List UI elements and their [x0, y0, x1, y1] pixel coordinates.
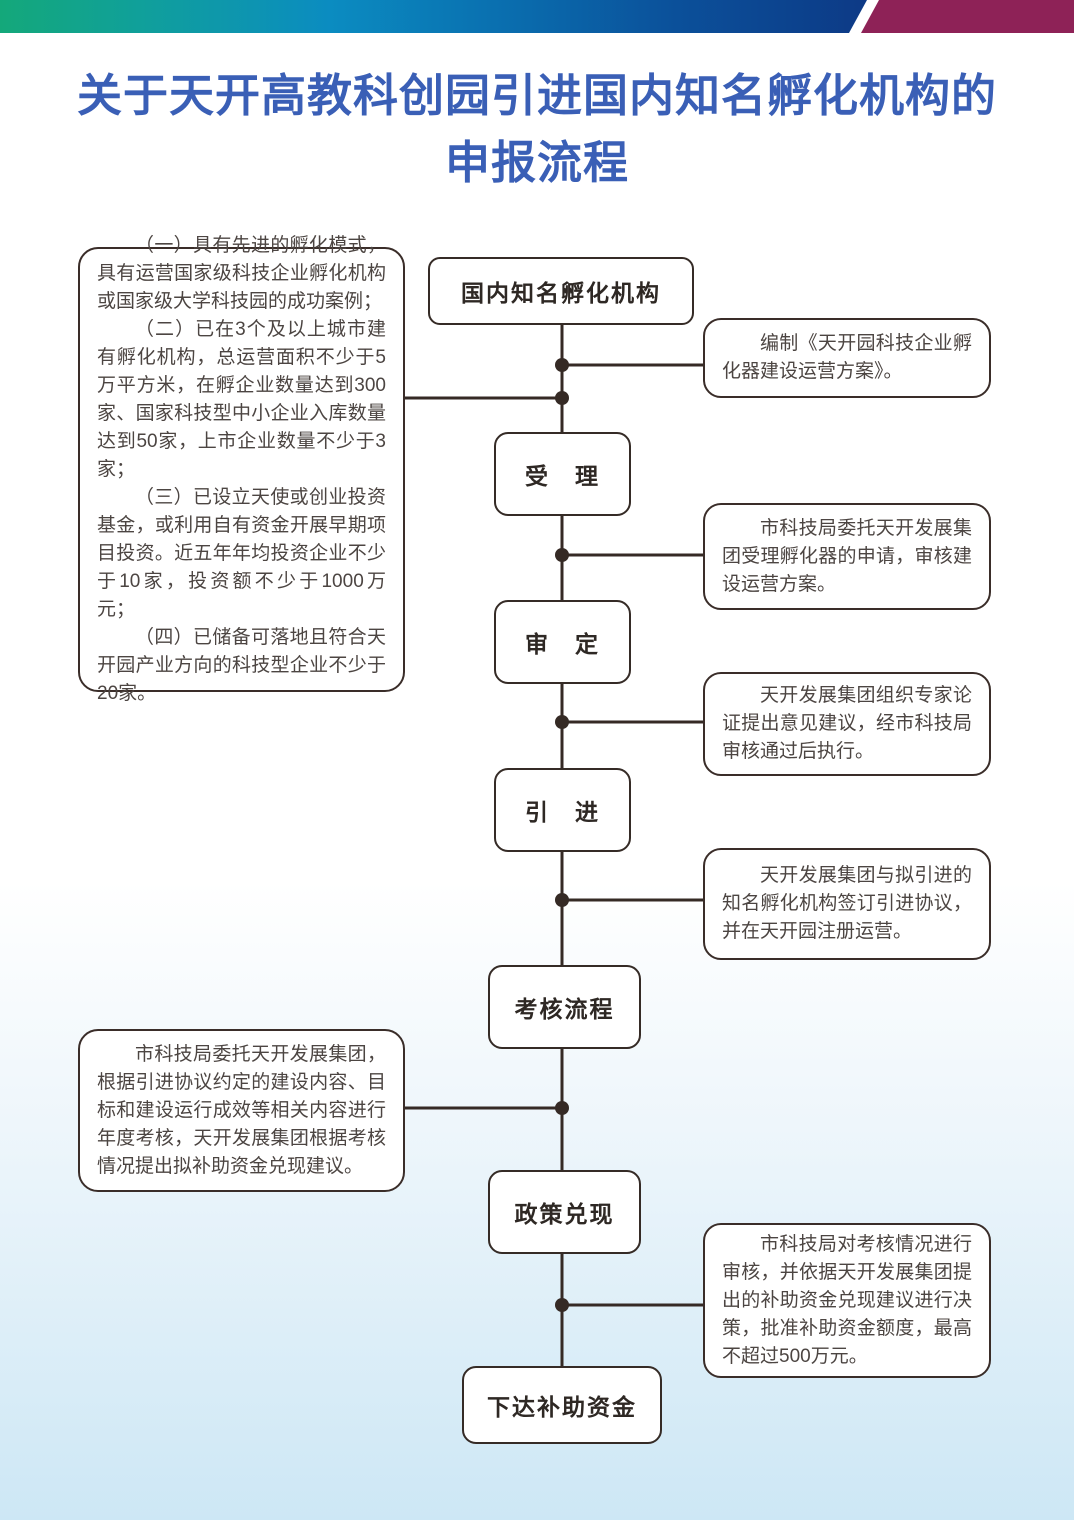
flow-node-accept-label: 受 理 — [525, 463, 600, 489]
flow-node-policy: 政策兑现 — [488, 1170, 641, 1254]
note-assessment-detail-text: 市科技局委托天开发展集团，根据引进协议约定的建设内容、目标和建设运行成效等相关内… — [97, 1043, 386, 1177]
page-title-line1: 关于天开高教科创园引进国内知名孵化机构的 — [76, 70, 997, 121]
flow-node-introduce-label: 引 进 — [525, 799, 600, 825]
flow-node-review-label: 审 定 — [525, 631, 600, 657]
note-assessment-detail: 市科技局委托天开发展集团，根据引进协议约定的建设内容、目标和建设运行成效等相关内… — [78, 1029, 405, 1192]
note-plan-compile-text: 编制《天开园科技企业孵化器建设运营方案》。 — [722, 333, 972, 382]
flow-node-policy-label: 政策兑现 — [514, 1201, 615, 1227]
note-accept-detail-text: 市科技局委托天开发展集团受理孵化器的申请，审核建设运营方案。 — [722, 517, 972, 595]
flow-node-assessment-label: 考核流程 — [514, 996, 615, 1022]
criteria-paragraph-4: （四）已储备可落地且符合天开园产业方向的科技型企业不少于20家。 — [97, 626, 386, 704]
flow-node-assessment: 考核流程 — [488, 965, 641, 1049]
flow-node-start-label: 国内知名孵化机构 — [461, 280, 661, 306]
note-policy-detail-text: 市科技局对考核情况进行审核，并依据天开发展集团提出的补助资金兑现建议进行决策，批… — [722, 1233, 972, 1367]
note-introduce-detail-text: 天开发展集团与拟引进的知名孵化机构签订引进协议，并在天开园注册运营。 — [722, 865, 972, 942]
flow-node-grant-label: 下达补助资金 — [487, 1394, 637, 1420]
note-introduce-detail: 天开发展集团与拟引进的知名孵化机构签订引进协议，并在天开园注册运营。 — [703, 848, 991, 960]
connector-junction-dots — [555, 358, 569, 1312]
header-gradient-bar — [0, 0, 1074, 33]
note-policy-detail: 市科技局对考核情况进行审核，并依据天开发展集团提出的补助资金兑现建议进行决策，批… — [703, 1223, 991, 1378]
flow-node-review: 审 定 — [494, 600, 631, 684]
criteria-paragraph-3: （三）已设立天使或创业投资基金，或利用自有资金开展早期项目投资。近五年年均投资企… — [97, 486, 386, 620]
header-purple-band — [861, 0, 1074, 33]
note-review-detail: 天开发展集团组织专家论证提出意见建议，经市科技局审核通过后执行。 — [703, 672, 991, 776]
page-title-line2: 申报流程 — [444, 137, 629, 188]
criteria-paragraph-2: （二）已在3个及以上城市建有孵化机构，总运营面积不少于5万平方米，在孵企业数量达… — [97, 318, 386, 480]
criteria-paragraph-1: （一）具有先进的孵化模式，具有运营国家级科技企业孵化机构或国家级大学科技园的成功… — [97, 234, 386, 312]
note-review-detail-text: 天开发展集团组织专家论证提出意见建议，经市科技局审核通过后执行。 — [722, 685, 972, 762]
note-accept-detail: 市科技局委托天开发展集团受理孵化器的申请，审核建设运营方案。 — [703, 503, 991, 610]
flow-node-grant: 下达补助资金 — [462, 1366, 662, 1444]
header-blue-band — [0, 0, 867, 33]
criteria-note: （一）具有先进的孵化模式，具有运营国家级科技企业孵化机构或国家级大学科技园的成功… — [78, 235, 405, 704]
flow-node-introduce: 引 进 — [494, 768, 631, 852]
flow-node-accept: 受 理 — [494, 432, 631, 516]
flow-node-start: 国内知名孵化机构 — [428, 257, 694, 325]
page-title: 关于天开高教科创园引进国内知名孵化机构的 申报流程 — [0, 62, 1074, 196]
note-plan-compile: 编制《天开园科技企业孵化器建设运营方案》。 — [703, 318, 991, 398]
